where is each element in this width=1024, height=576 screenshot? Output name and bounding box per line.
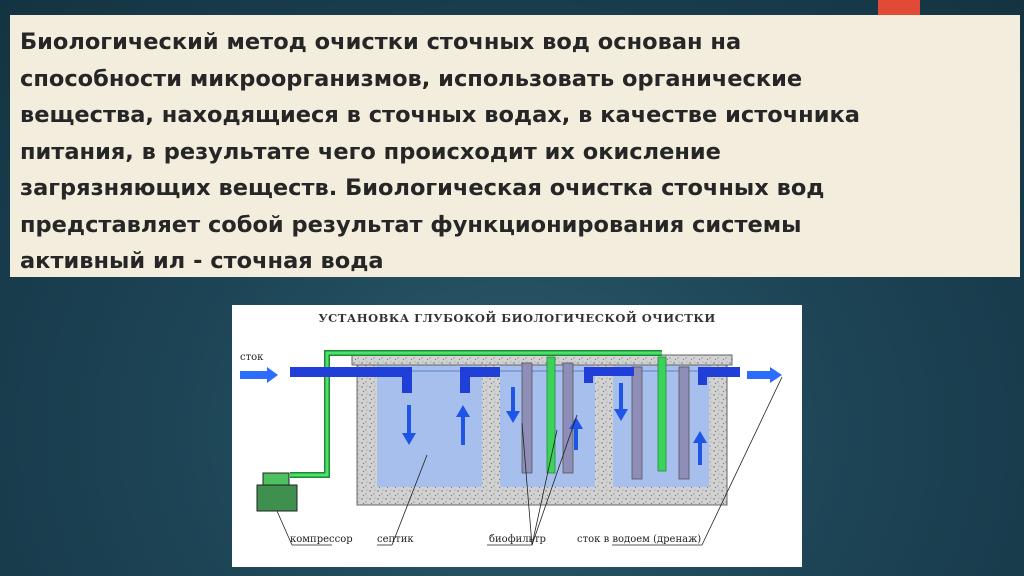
paragraph-line: питания, в результате чего происходит их…	[20, 138, 721, 165]
diagram-title: УСТАНОВКА ГЛУБОКОЙ БИОЛОГИЧЕСКОЙ ОЧИСТКИ	[318, 310, 715, 325]
transfer-pipe	[584, 367, 634, 376]
filter-media	[631, 366, 643, 480]
text-box: Биологический метод очистки сточных вод …	[10, 15, 1020, 277]
air-riser	[657, 356, 667, 472]
biofilter-label: биофильтр	[489, 534, 546, 545]
filter-media	[521, 362, 533, 474]
inlet-label: сток	[240, 352, 264, 363]
tank-cover	[351, 354, 733, 366]
paragraph-line: вещества, находящиеся в сточных водах, в…	[20, 102, 860, 128]
flow-arrows	[402, 383, 707, 465]
paragraph-line: способности микроорганизмов, использоват…	[20, 65, 803, 92]
paragraph-line: Биологический метод очистки сточных вод …	[20, 29, 742, 55]
leader-lines	[276, 376, 783, 546]
outlet-arrow	[747, 367, 782, 383]
air-riser	[546, 356, 556, 474]
outlet-pipe	[698, 367, 740, 377]
paragraph-line: загрязняющих веществ. Биологическая очис…	[20, 175, 825, 201]
compressor	[256, 484, 298, 512]
filter-media	[678, 366, 690, 480]
accent-tab	[878, 0, 920, 16]
diagram-card: УСТАНОВКА ГЛУБОКОЙ БИОЛОГИЧЕСКОЙ ОЧИСТКИ…	[232, 305, 802, 567]
treatment-diagram: УСТАНОВКА ГЛУБОКОЙ БИОЛОГИЧЕСКОЙ ОЧИСТКИ…	[240, 310, 783, 546]
outlet-label: сток в водоем (дренаж)	[577, 534, 701, 545]
septic-label: септик	[377, 534, 414, 545]
paragraph-line: представляет собой результат функциониро…	[20, 211, 802, 238]
inlet-arrow	[240, 367, 278, 383]
compressor-label: компрессор	[290, 534, 353, 545]
filter-media	[562, 362, 574, 474]
inlet-pipe	[290, 367, 410, 377]
air-line	[290, 351, 662, 477]
transfer-pipe	[460, 367, 470, 393]
paragraph-line: активный ил - сточная вода	[20, 248, 384, 274]
